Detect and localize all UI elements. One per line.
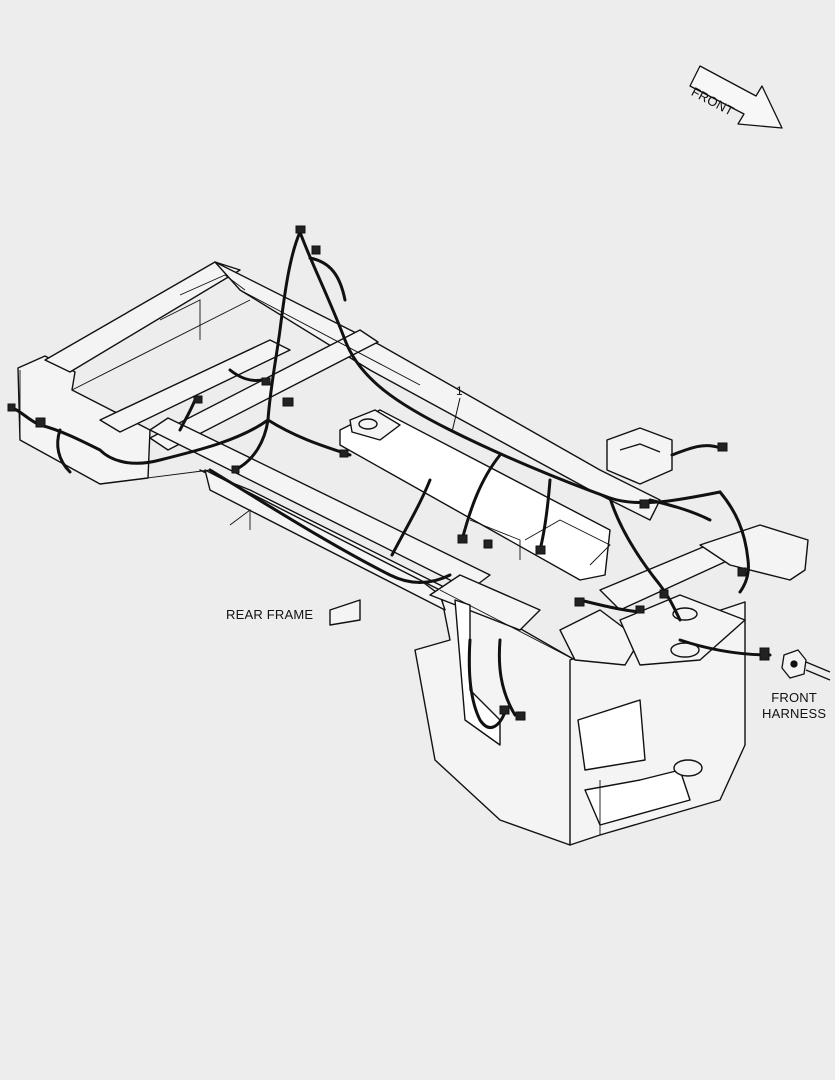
front-harness-label-line1: FRONT — [771, 690, 818, 705]
callout-1-leader — [451, 397, 461, 433]
rear-frame-label: REAR FRAME — [226, 607, 314, 622]
harness-connectors — [7, 225, 770, 721]
front-harness-connector — [781, 649, 831, 681]
callout-1-label: 1 — [456, 384, 463, 398]
wiring-harness — [10, 230, 772, 729]
front-harness-label: FRONT HARNESS — [762, 690, 826, 722]
front-harness-label-line2: HARNESS — [762, 706, 827, 721]
front-arrow-icon — [689, 65, 783, 129]
rear-frame — [17, 261, 809, 846]
frame-detail-lines — [19, 274, 746, 835]
